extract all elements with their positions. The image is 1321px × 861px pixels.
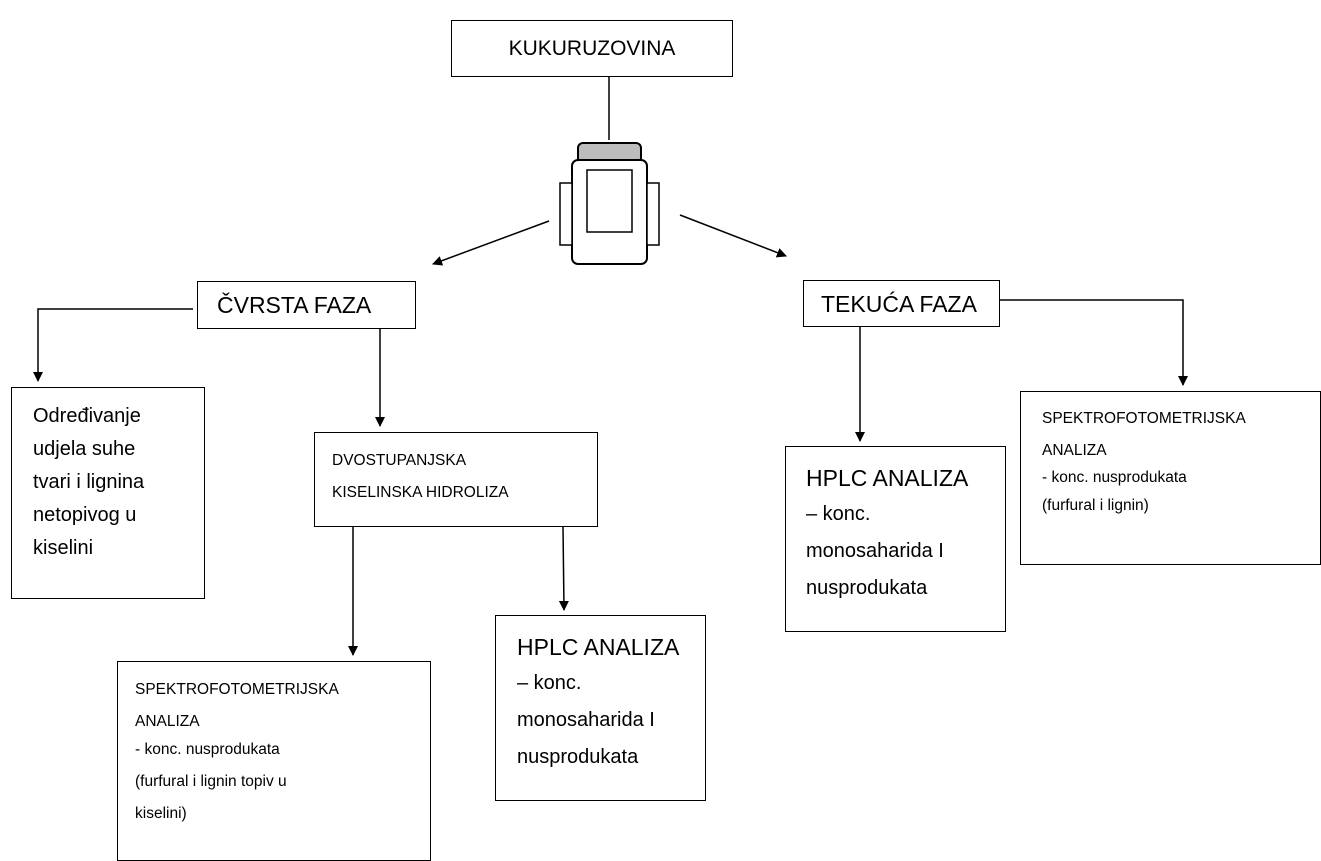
liquid-phase-label: TEKUĆA FAZA: [821, 291, 977, 317]
hplc-solid-line: monosaharida I: [517, 709, 655, 731]
liquid-phase-box: TEKUĆA FAZA: [803, 280, 1000, 327]
arrow-to-hplc-solid: [558, 526, 569, 611]
root-box: KUKURUZOVINA: [451, 20, 733, 77]
hplc-liquid-line: – konc.: [806, 503, 871, 525]
hplc-solid-line: – konc.: [517, 672, 582, 694]
spectro-liquid-line: (furfural i lignin): [1042, 497, 1149, 514]
spectro-liquid-line: ANALIZA: [1042, 442, 1107, 459]
hplc-solid-line: HPLC ANALIZA: [517, 634, 680, 660]
hplc-solid-line: nusprodukata: [517, 746, 639, 768]
spectro-solid-line: kiselini): [135, 805, 187, 822]
hydrolysis-box: DVOSTUPANJSKA KISELINSKA HIDROLIZA: [314, 432, 598, 527]
solid-phase-box: ČVRSTA FAZA: [197, 281, 416, 329]
reactor-icon: [559, 142, 660, 265]
spectro-liquid-line: SPEKTROFOTOMETRIJSKA: [1042, 410, 1246, 427]
spectro-solid-line: SPEKTROFOTOMETRIJSKA: [135, 681, 339, 698]
hydrolysis-line: DVOSTUPANJSKA: [332, 452, 467, 469]
dry-matter-line: Određivanje: [33, 405, 141, 427]
spectro-solid-box: SPEKTROFOTOMETRIJSKA ANALIZA - konc. nus…: [117, 661, 431, 861]
dry-matter-line: tvari i lignina: [33, 471, 145, 493]
solid-phase-label: ČVRSTA FAZA: [217, 292, 372, 318]
arrow-to-solid-phase: [432, 220, 550, 266]
spectro-solid-line: - konc. nusprodukata: [135, 741, 280, 758]
hydrolysis-line: KISELINSKA HIDROLIZA: [332, 484, 509, 501]
hplc-liquid-box: HPLC ANALIZA – konc. monosaharida I nusp…: [785, 446, 1006, 632]
arrow-to-dry-matter: [33, 308, 193, 382]
dry-matter-box: Određivanje udjela suhe tvari i lignina …: [11, 387, 205, 599]
dry-matter-line: kiselini: [33, 537, 94, 559]
spectro-solid-line: ANALIZA: [135, 713, 200, 730]
arrow-to-spectro-liquid: [1000, 299, 1188, 386]
hplc-liquid-line: HPLC ANALIZA: [806, 465, 969, 491]
hplc-liquid-line: nusprodukata: [806, 577, 928, 599]
spectro-solid-line: (furfural i lignin topiv u: [135, 773, 287, 790]
dry-matter-line: udjela suhe: [33, 438, 136, 460]
arrow-to-liquid-phase: [679, 214, 787, 258]
hplc-liquid-line: monosaharida I: [806, 540, 944, 562]
root-label: KUKURUZOVINA: [508, 37, 676, 60]
hplc-solid-box: HPLC ANALIZA – konc. monosaharida I nusp…: [495, 615, 706, 801]
dry-matter-line: netopivog u: [33, 504, 137, 526]
spectro-liquid-box: SPEKTROFOTOMETRIJSKA ANALIZA - konc. nus…: [1020, 391, 1321, 565]
spectro-liquid-line: - konc. nusprodukata: [1042, 469, 1187, 486]
